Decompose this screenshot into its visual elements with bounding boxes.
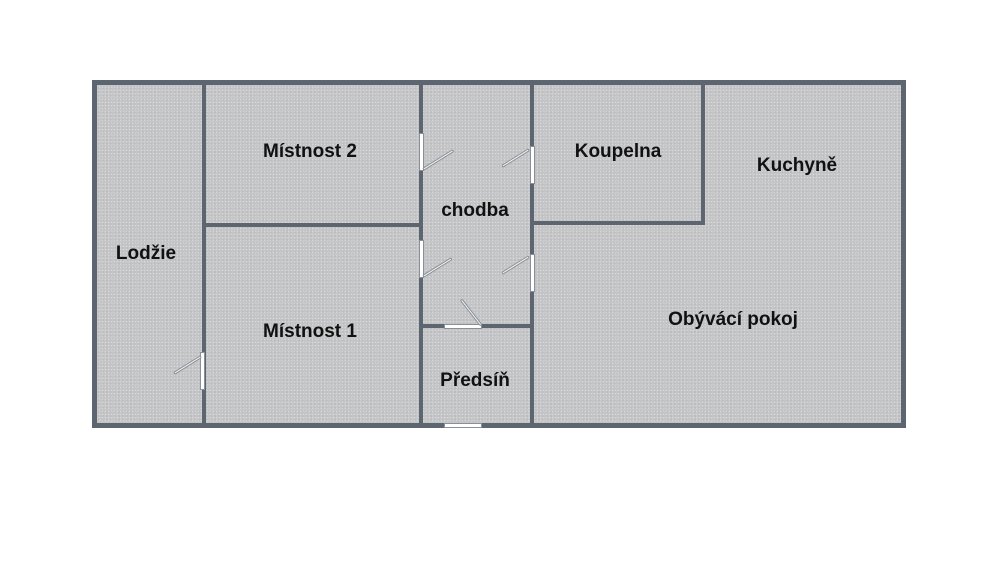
door-koupelna[interactable] xyxy=(530,146,535,184)
door-mistnost-1[interactable] xyxy=(419,240,424,278)
wall-koupelna-bottom xyxy=(530,221,705,225)
room-label-predsin: Předsíň xyxy=(440,370,510,391)
room-label-koupelna: Koupelna xyxy=(574,141,662,162)
wall-lodzie-rooms xyxy=(202,80,206,428)
room-label-chodba: chodba xyxy=(441,200,509,221)
outer-wall-bottom xyxy=(92,423,906,428)
room-label-mistnost-2: Místnost 2 xyxy=(263,141,357,162)
door-mistnost-2[interactable] xyxy=(419,133,424,171)
outer-wall-top xyxy=(92,80,906,85)
floor-area xyxy=(92,80,906,427)
room-label-obyvaci-pokoj: Obývácí pokoj xyxy=(668,309,798,330)
door-predsin[interactable] xyxy=(444,324,482,329)
door-entrance[interactable] xyxy=(444,423,482,428)
room-label-kuchyne: Kuchyně xyxy=(756,155,838,176)
outer-wall-left xyxy=(92,80,97,428)
room-label-mistnost-1: Místnost 1 xyxy=(263,321,357,342)
wall-mistnost2-mistnost1 xyxy=(202,223,423,227)
outer-wall-right xyxy=(901,80,906,428)
wall-koupelna-kuchyne xyxy=(701,80,705,225)
room-label-lodzie: Lodžie xyxy=(115,243,177,264)
door-lodzie[interactable] xyxy=(200,352,205,390)
door-obyvaci-pokoj[interactable] xyxy=(530,254,535,292)
